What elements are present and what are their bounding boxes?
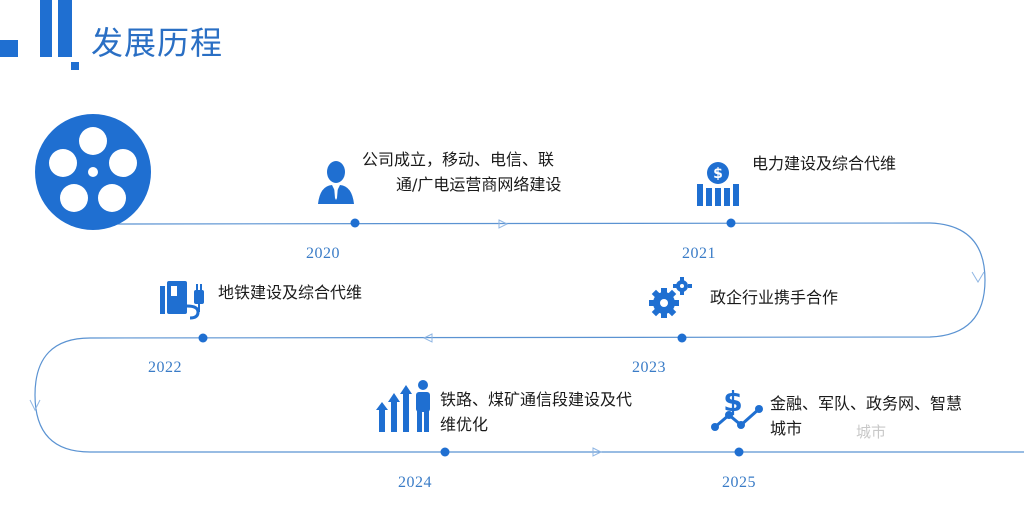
timeline-dot-2021 xyxy=(726,218,736,228)
plug-device-icon xyxy=(160,281,204,320)
businessman-icon xyxy=(318,161,354,204)
film-reel-icon xyxy=(35,114,151,230)
svg-text:$: $ xyxy=(713,166,723,182)
ghost-text: 城市 xyxy=(856,423,887,441)
year-2023-label: 2023 xyxy=(632,359,666,376)
year-2025-label: 2025 xyxy=(722,474,756,491)
year-2024-label: 2024 xyxy=(398,474,432,491)
dollar-trend-icon: $ xyxy=(711,385,763,431)
timeline-dot-2022 xyxy=(198,333,208,343)
page-title: 发展历程 xyxy=(91,24,224,62)
milestone-2021-text: 电力建设及综合代维 xyxy=(752,154,897,173)
year-2022-label: 2022 xyxy=(148,359,182,376)
dollar-bar-chart-icon: $ xyxy=(697,162,739,206)
milestone-2022-text: 地铁建设及综合代维 xyxy=(218,283,363,302)
timeline-dot-2024 xyxy=(440,447,450,457)
milestone-2023-text: 政企行业携手合作 xyxy=(710,288,839,307)
timeline-dot-2025 xyxy=(734,447,744,457)
milestone-2025-text: 金融、军队、政务网、智慧 城市 xyxy=(770,394,963,438)
milestone-2024-text: 铁路、煤矿通信段建设及代 维优化 xyxy=(440,390,633,434)
timeline-dot-2023 xyxy=(677,333,687,343)
svg-text:$: $ xyxy=(723,385,742,418)
year-2021-label: 2021 xyxy=(682,245,716,262)
gears-icon xyxy=(649,277,692,318)
timeline-dot-2020 xyxy=(350,218,360,228)
corner-squares-icon xyxy=(0,0,80,75)
milestone-2020-text: 公司成立，移动、电信、联 通/广电运营商网络建设 xyxy=(362,150,562,194)
growth-people-icon xyxy=(376,380,430,432)
year-2020-label: 2020 xyxy=(306,245,340,262)
